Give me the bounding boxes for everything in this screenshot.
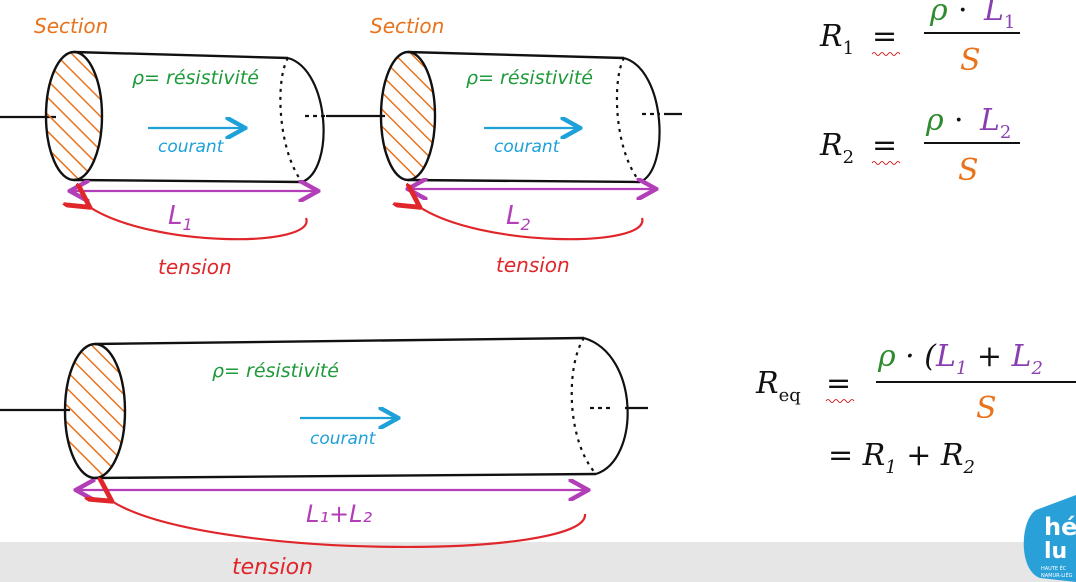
svg-text:hé: hé xyxy=(1044,513,1076,541)
resistivity-label-3: ρ= résistivité xyxy=(212,360,339,382)
cylinder-1 xyxy=(0,50,385,241)
cylinder-combined xyxy=(0,336,648,549)
svg-text:S: S xyxy=(958,153,979,188)
footer-band xyxy=(0,542,1076,582)
tension-label-1: tension xyxy=(158,255,232,279)
formula-r2: R2 = ρ · L2 S xyxy=(819,103,1020,188)
svg-text:ρ: ρ xyxy=(929,0,948,28)
svg-text:L1: L1 xyxy=(983,0,1015,33)
svg-text:=: = xyxy=(872,128,897,163)
svg-text:R1: R1 xyxy=(819,19,854,59)
svg-text:Req: Req xyxy=(755,366,801,406)
section-ellipse-2 xyxy=(379,50,437,182)
resistivity-label-2: ρ= résistivité xyxy=(466,67,593,89)
section-ellipse-3 xyxy=(63,342,127,480)
svg-text:·: · xyxy=(954,103,964,138)
req-second-line: = R1 + R2 xyxy=(828,438,975,478)
school-logo: hé lu HAUTE ÉC NAMUR-LIÉG xyxy=(1023,495,1076,582)
tension-arrow-2 xyxy=(418,206,644,241)
current-label-3: courant xyxy=(310,429,377,449)
length-label-sum: L₁+L₂ xyxy=(306,500,372,528)
svg-text:ρ: ρ xyxy=(925,103,944,138)
formula-req: Req = ρ · (L1 + L2 S = R1 + R2 xyxy=(755,339,1076,478)
svg-text:HAUTE ÉC: HAUTE ÉC xyxy=(1041,564,1067,572)
svg-text:lu: lu xyxy=(1044,539,1067,564)
tension-label-3: tension xyxy=(232,555,313,580)
current-label-1: courant xyxy=(158,137,225,157)
formula-r1: R1 = ρ · L1 S xyxy=(819,0,1020,78)
cylinder-2 xyxy=(379,50,682,241)
section-ellipse-1 xyxy=(44,50,104,182)
tension-arrow-3 xyxy=(110,500,587,549)
svg-text:L2: L2 xyxy=(979,103,1011,143)
current-label-2: courant xyxy=(494,137,561,157)
section-label-2: Section xyxy=(370,14,444,38)
tension-label-2: tension xyxy=(496,253,570,277)
resistivity-label-1: ρ= résistivité xyxy=(132,67,259,89)
length-label-2: L2 xyxy=(506,201,531,234)
svg-text:R2: R2 xyxy=(819,128,854,168)
svg-text:=: = xyxy=(826,366,851,401)
svg-text:·: · xyxy=(958,0,968,28)
req-numerator: ρ · (L1 + L2 xyxy=(877,339,1043,379)
length-label-1: L1 xyxy=(168,201,193,234)
svg-text:S: S xyxy=(960,43,981,78)
svg-text:S: S xyxy=(976,391,997,426)
section-label-1: Section xyxy=(34,14,108,38)
svg-text:NAMUR-LIÉG: NAMUR-LIÉG xyxy=(1041,571,1073,579)
svg-text:=: = xyxy=(872,19,897,54)
tension-arrow-1 xyxy=(88,206,308,241)
